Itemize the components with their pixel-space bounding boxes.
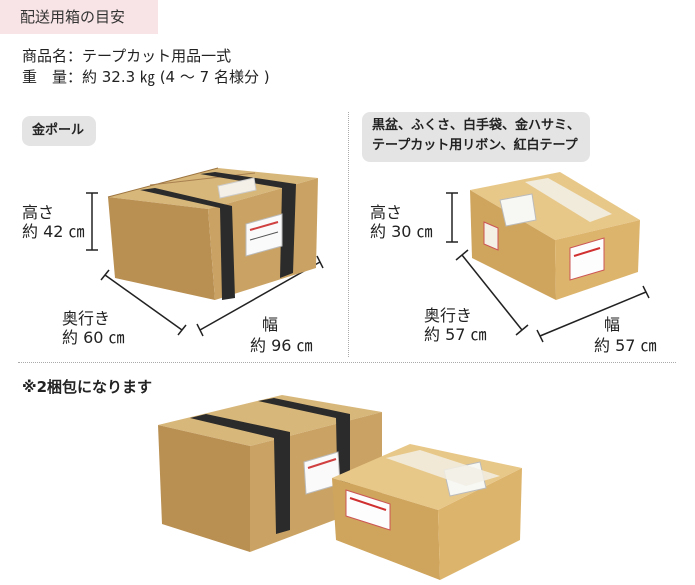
left-width-value: 約 96 ㎝ — [250, 336, 313, 355]
right-width-value: 約 57 ㎝ — [594, 336, 657, 355]
left-height-value: 約 42 ㎝ — [22, 222, 85, 241]
right-dimension-lines — [446, 192, 650, 343]
left-box-contents-label: 金ポール — [22, 116, 96, 146]
right-depth-value: 約 57 ㎝ — [424, 325, 487, 344]
right-width-label: 幅 — [604, 315, 621, 334]
left-depth-label: 奥行き — [62, 309, 111, 328]
package-note: ※2梱包になります — [22, 378, 153, 396]
horizontal-divider — [18, 362, 676, 363]
left-dimension-lines — [86, 192, 324, 337]
product-weight: 重 量：約 32.3 ㎏ (4 ～ 7 名様分 ) — [22, 68, 270, 86]
left-depth-value: 約 60 ㎝ — [62, 328, 125, 347]
left-width-label: 幅 — [262, 315, 279, 334]
right-box-contents-label: 黒盆、ふくさ、白手袋、金ハサミ、 テープカット用リボン、紅白テープ — [362, 112, 590, 162]
left-height-label: 高さ — [22, 203, 55, 222]
vertical-divider — [348, 112, 349, 357]
right-box-label-line1: 黒盆、ふくさ、白手袋、金ハサミ、 — [372, 118, 581, 133]
right-height-label: 高さ — [370, 203, 403, 222]
right-height-value: 約 30 ㎝ — [370, 222, 433, 241]
section-tag: 配送用箱の目安 — [0, 0, 158, 34]
right-depth-label: 奥行き — [424, 306, 473, 325]
product-name: 商品名：テープカット用品一式 — [22, 47, 232, 65]
right-box-label-line2: テープカット用リボン、紅白テープ — [372, 138, 578, 153]
